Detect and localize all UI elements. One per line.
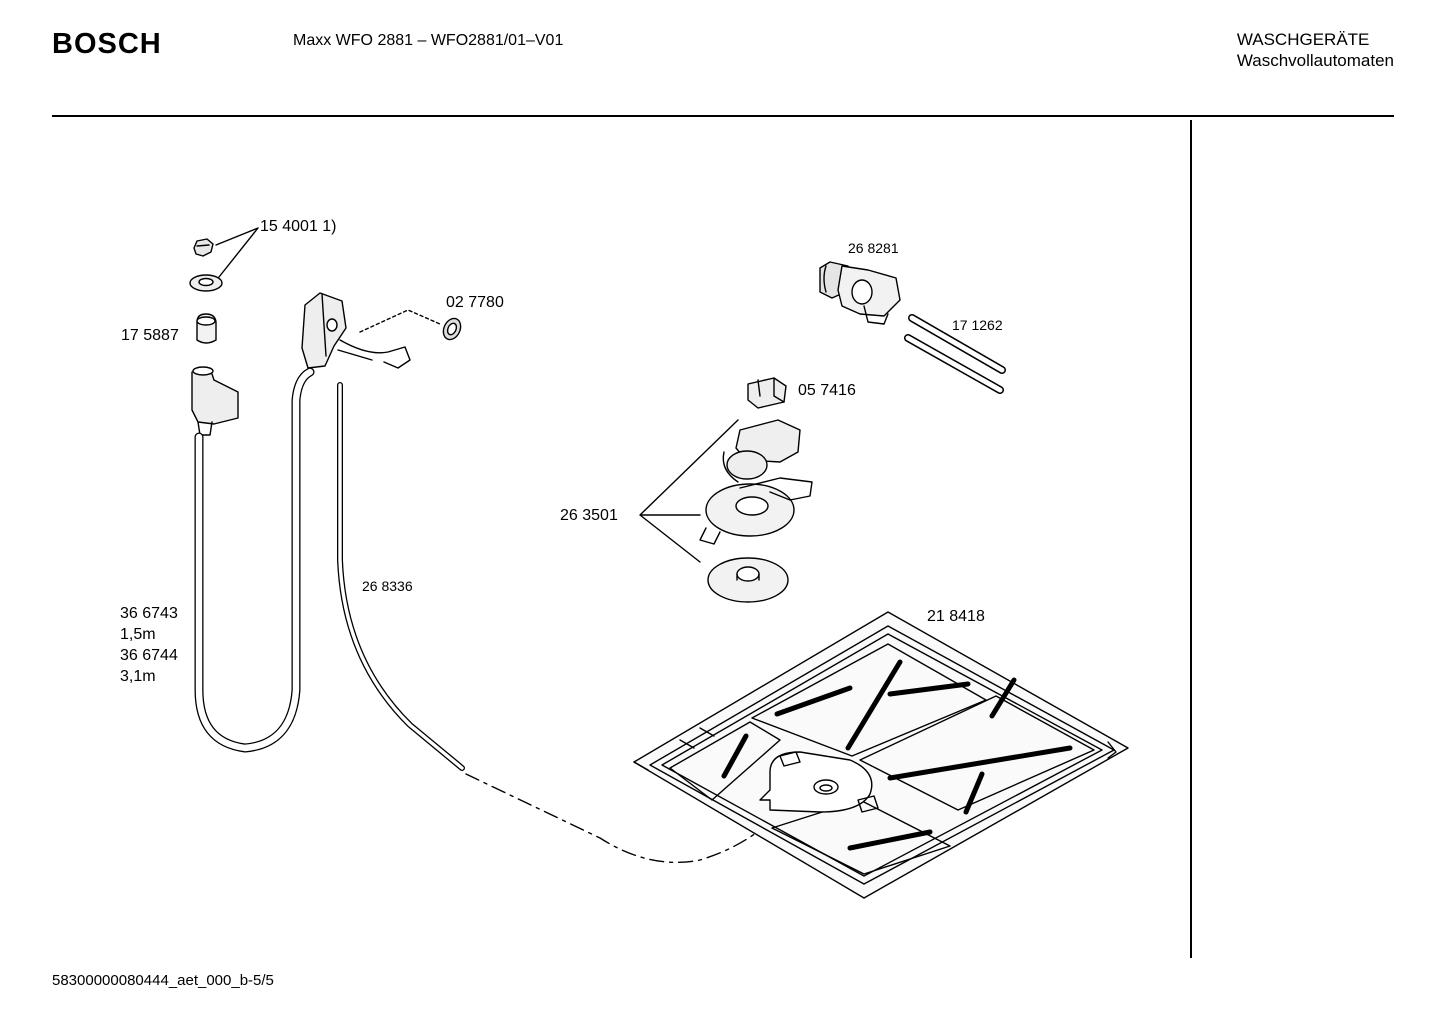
category-block: WASCHGERÄTE Waschvollautomaten xyxy=(1237,29,1394,71)
leader-263501 xyxy=(639,419,739,563)
label-154001: 15 4001 1) xyxy=(260,218,337,235)
document-id: 58300000080444_aet_000_b-5/5 xyxy=(52,972,274,989)
model-title: Maxx WFO 2881 – WFO2881/01–V01 xyxy=(293,32,564,49)
drain-pump-part xyxy=(819,261,901,325)
cap-part xyxy=(196,313,217,344)
label-175887: 17 5887 xyxy=(121,327,179,344)
leader-154001 xyxy=(215,227,259,278)
o-ring-part xyxy=(442,317,462,341)
washer-part xyxy=(189,274,223,292)
label-057416: 05 7416 xyxy=(798,382,856,399)
label-268336: 26 8336 xyxy=(362,578,413,594)
label-171262: 17 1262 xyxy=(952,317,1003,333)
category-main: WASCHGERÄTE xyxy=(1236,30,1370,49)
nut-part xyxy=(193,238,214,257)
label-length-3-1m: 3,1m xyxy=(120,668,156,685)
label-027780: 02 7780 xyxy=(446,294,504,311)
right-margin-divider xyxy=(1190,120,1192,958)
label-length-1-5m: 1,5m xyxy=(120,626,156,643)
leader-027780 xyxy=(359,309,441,333)
connector-part xyxy=(747,377,787,409)
brand-logo: BOSCH xyxy=(52,28,162,60)
header-divider xyxy=(52,115,1394,117)
hose-connector-block xyxy=(301,292,411,369)
rods-part xyxy=(904,314,1006,394)
category-sub: Waschvollautomaten xyxy=(1236,51,1394,70)
label-268281: 26 8281 xyxy=(848,240,899,256)
base-tray-part xyxy=(633,611,1129,899)
inlet-valve-fitting xyxy=(191,366,239,436)
label-218418: 21 8418 xyxy=(927,608,985,625)
label-366743: 36 6743 xyxy=(120,605,178,622)
label-263501: 26 3501 xyxy=(560,507,618,524)
sensor-assembly-part xyxy=(699,419,813,603)
label-366744: 36 6744 xyxy=(120,647,178,664)
